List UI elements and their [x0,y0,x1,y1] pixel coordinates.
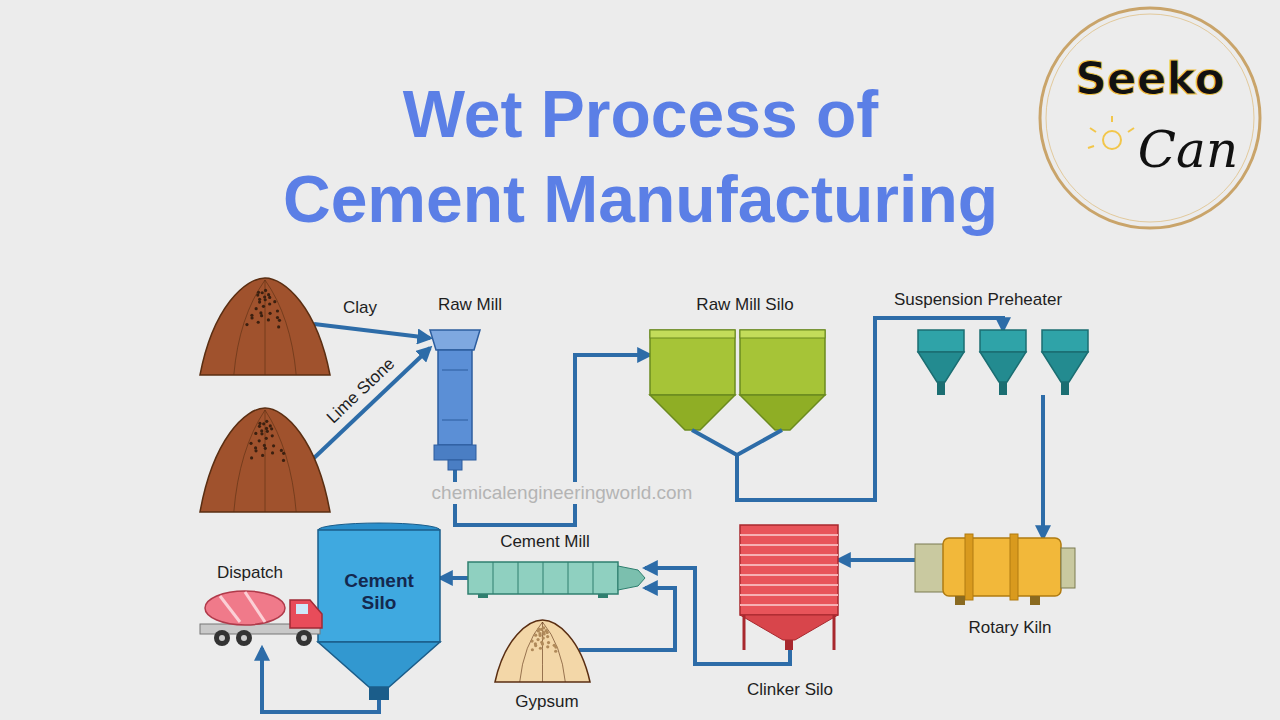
pile-equipment: Lime Stone [200,408,330,512]
kiln-symbol [915,530,1075,605]
csilo-equipment: Cement Silo [318,522,440,700]
equipment-label: Dispatch [217,563,283,583]
bulb-icon [1088,116,1134,149]
flow-pipe [1041,395,1045,538]
equipment-label: Cement Silo [334,570,424,614]
pile-symbol [200,278,330,375]
flow-pipe [314,348,430,458]
equipment-label: Cement Mill [500,532,590,552]
watermark: chemicalengineeringworld.com [430,482,695,504]
equipment-label: Clinker Silo [747,680,833,700]
cmill-equipment: Cement Mill [468,558,645,598]
cyclones-symbol [918,330,1088,395]
truck-equipment: Dispatch [200,588,325,648]
flow-pipe [440,576,468,580]
clinker-symbol [740,525,838,650]
flow-pipe [737,318,1003,500]
flow-pipe [579,588,675,650]
flow-pipe [838,558,915,562]
equipment-label: Raw Mill Silo [696,295,793,315]
pile-equipment: Clay [200,278,330,375]
pile-equipment: Gypsum [495,620,590,682]
flow-pipe [314,324,430,338]
logo-circle-inner [1046,14,1254,222]
truck-symbol [200,588,325,648]
logo-text: Seeko [1075,53,1225,104]
logo-circle [1040,8,1260,228]
mill-equipment: Raw Mill [430,330,480,470]
equipment-label: Lime Stone [323,354,399,428]
logo-text: Can [1138,121,1238,179]
equipment-label: Raw Mill [438,295,502,315]
pile-symbol [200,408,330,512]
mill-symbol [430,330,480,470]
clinker-equipment: Clinker Silo [740,525,838,650]
kiln-equipment: Rotary Kiln [915,530,1075,605]
pile-symbol [495,620,590,682]
cyclones-equipment: Suspension Preheater [918,330,1088,395]
equipment-label: Suspension Preheater [894,290,1062,310]
equipment-label: Rotary Kiln [968,618,1051,638]
cmill-symbol [468,558,645,598]
equipment-label: Clay [343,298,377,318]
diagram-title: Wet Process of Cement Manufacturing [278,72,1003,242]
silos-symbol [650,330,825,455]
silos-equipment: Raw Mill Silo [650,330,825,455]
equipment-label: Gypsum [515,692,578,712]
